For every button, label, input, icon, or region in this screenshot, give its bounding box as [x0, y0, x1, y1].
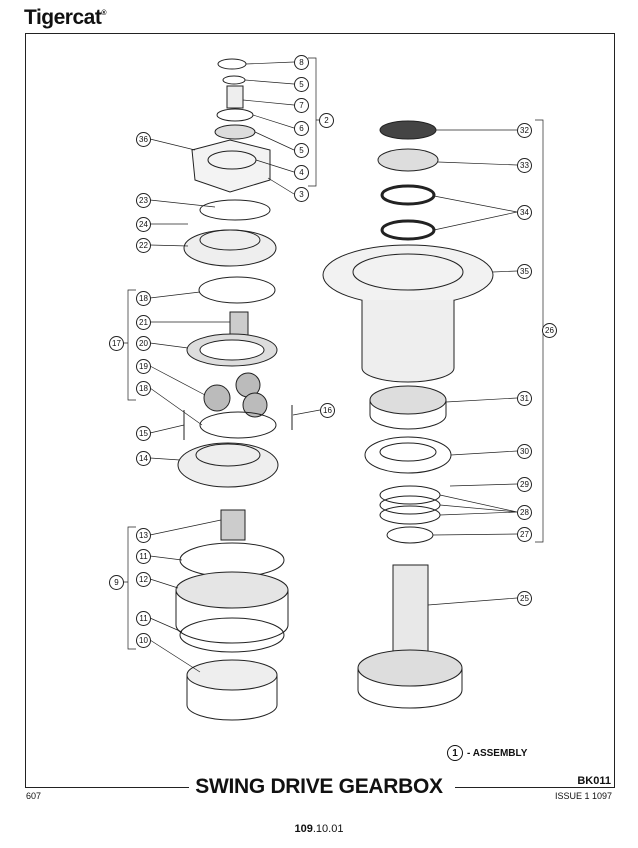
callout: 22: [136, 238, 151, 253]
assembly-label: - ASSEMBLY: [467, 747, 528, 759]
callout: 25: [517, 591, 532, 606]
callout: 32: [517, 123, 532, 138]
callout: 20: [136, 336, 151, 351]
callout: 5: [294, 77, 309, 92]
callout: 27: [517, 527, 532, 542]
callout: 18: [136, 381, 151, 396]
divider: [25, 787, 189, 788]
callout: 16: [320, 403, 335, 418]
callout: 23: [136, 193, 151, 208]
callout: 9: [109, 575, 124, 590]
callout: 26: [542, 323, 557, 338]
callout: 35: [517, 264, 532, 279]
callout: 17: [109, 336, 124, 351]
callout: 8: [294, 55, 309, 70]
callout: 5: [294, 143, 309, 158]
callout: 34: [517, 205, 532, 220]
callout: 18: [136, 291, 151, 306]
callout: 6: [294, 121, 309, 136]
callout: 4: [294, 165, 309, 180]
callout: 14: [136, 451, 151, 466]
assembly-callout: 1: [447, 745, 463, 761]
callout: 28: [517, 505, 532, 520]
callout: 24: [136, 217, 151, 232]
callout: 33: [517, 158, 532, 173]
divider: [455, 787, 614, 788]
callout: 11: [136, 611, 151, 626]
drawing-code: BK011: [577, 775, 611, 787]
callout: 19: [136, 359, 151, 374]
callout: 21: [136, 315, 151, 330]
callout: 29: [517, 477, 532, 492]
callout: 3: [294, 187, 309, 202]
diagram-frame: [25, 33, 615, 788]
callout: 7: [294, 98, 309, 113]
callout: 13: [136, 528, 151, 543]
callout: 10: [136, 633, 151, 648]
assembly-legend: 1 - ASSEMBLY: [447, 745, 527, 761]
callout: 31: [517, 391, 532, 406]
diagram-title: SWING DRIVE GEARBOX: [0, 775, 638, 799]
callout: 36: [136, 132, 151, 147]
page-ref: 607: [26, 791, 42, 801]
callout: 2: [319, 113, 334, 128]
callout: 11: [136, 549, 151, 564]
callout: 15: [136, 426, 151, 441]
page-number: 109.10.01: [294, 823, 344, 835]
issue-label: ISSUE 1 1097: [554, 791, 612, 801]
callout: 12: [136, 572, 151, 587]
callout: 30: [517, 444, 532, 459]
brand-logo: Tigercat®: [24, 6, 106, 29]
